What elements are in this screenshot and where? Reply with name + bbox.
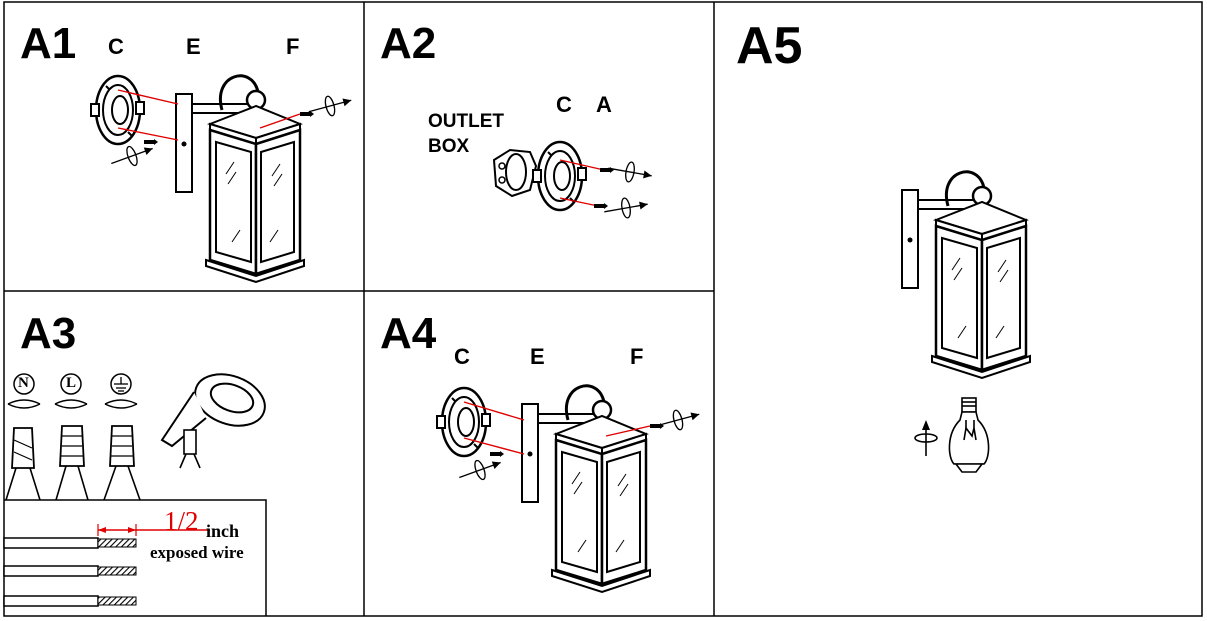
panel-label-a4: A4 <box>380 309 437 358</box>
measurement-unit: inch <box>206 521 240 541</box>
panel-label-a3: A3 <box>20 309 77 358</box>
panel-a3-illustration <box>3 373 267 616</box>
outlet-box-label-line2: BOX <box>428 136 470 157</box>
part-label-e: E <box>530 344 545 369</box>
measurement-value: 1/2 <box>164 506 199 536</box>
panel-label-a5: A5 <box>736 17 803 75</box>
panel-a1-illustration <box>89 74 355 284</box>
part-label-c: C <box>556 92 572 117</box>
light-bulb-icon <box>948 397 990 473</box>
exposed-wire-caption: exposed wire <box>150 543 244 562</box>
panel-label-a1: A1 <box>20 19 77 68</box>
live-wire-symbol: L <box>66 375 77 391</box>
part-label-e: E <box>186 34 201 59</box>
part-label-c: C <box>108 34 124 59</box>
part-label-f: F <box>630 344 644 369</box>
panel-a2-illustration <box>492 140 655 223</box>
panel-a4-illustration <box>435 384 703 594</box>
part-label-c: C <box>454 344 470 369</box>
panel-label-a2: A2 <box>380 19 437 68</box>
part-label-f: F <box>286 34 300 59</box>
part-label-a: A <box>596 92 612 117</box>
rotate-icon <box>914 420 938 456</box>
panel-frame <box>3 1 1203 617</box>
neutral-wire-symbol: N <box>18 375 29 391</box>
outlet-box-label-line1: OUTLET <box>428 111 504 132</box>
panel-a5-illustration <box>900 170 1032 473</box>
